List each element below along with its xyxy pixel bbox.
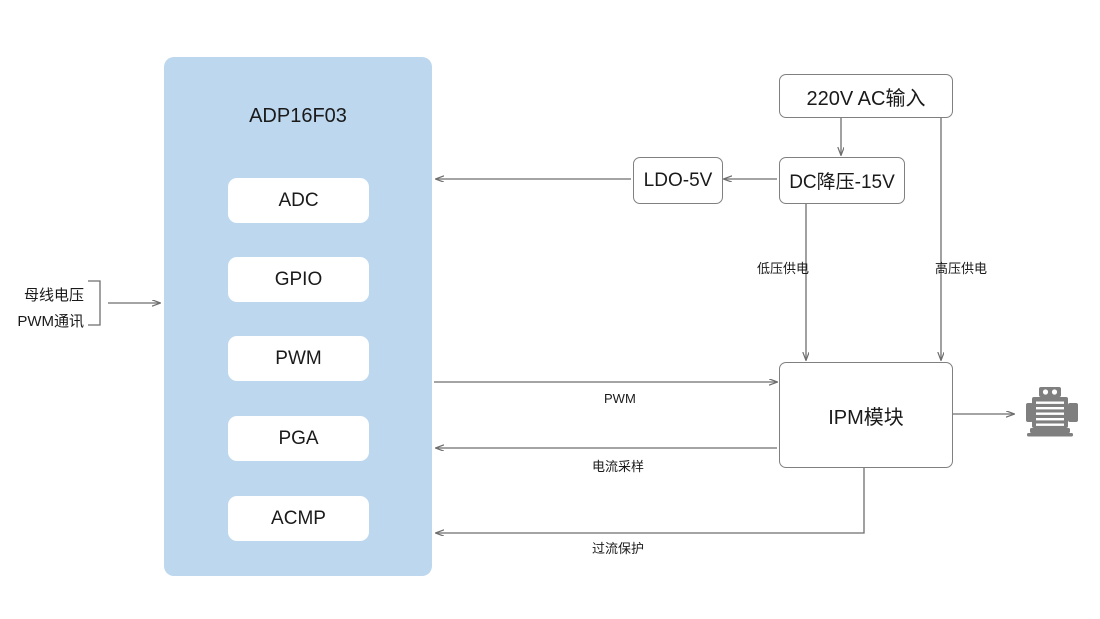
- ipm-module-box[interactable]: IPM模块: [779, 362, 953, 468]
- label-overcurrent-protection: 过流保护: [592, 541, 645, 556]
- label-pwm: PWM: [604, 391, 636, 406]
- peripheral-pwm[interactable]: PWM: [228, 336, 369, 381]
- dc-buck-box[interactable]: DC降压-15V: [779, 157, 905, 204]
- io-label-bus-voltage: 母线电压: [23, 287, 84, 304]
- mcu-chip-block[interactable]: [164, 57, 432, 576]
- wire-overcurrent: [436, 466, 865, 533]
- peripheral-adc[interactable]: ADC: [228, 178, 369, 223]
- ldo-box[interactable]: LDO-5V: [633, 157, 723, 204]
- ac-input-box[interactable]: 220V AC输入: [779, 74, 953, 118]
- io-label-pwm-comm: PWM通讯: [17, 313, 84, 330]
- label-current-sample: 电流采样: [592, 459, 645, 474]
- mcu-chip-title: ADP16F03: [249, 105, 347, 127]
- peripheral-acmp[interactable]: ACMP: [228, 496, 369, 541]
- left-io-brace: [88, 280, 101, 326]
- label-high-voltage-supply: 高压供电: [935, 261, 988, 276]
- motor-icon: [1026, 387, 1078, 437]
- label-low-voltage-supply: 低压供电: [757, 261, 810, 276]
- peripheral-gpio[interactable]: GPIO: [228, 257, 369, 302]
- peripheral-pga[interactable]: PGA: [228, 416, 369, 461]
